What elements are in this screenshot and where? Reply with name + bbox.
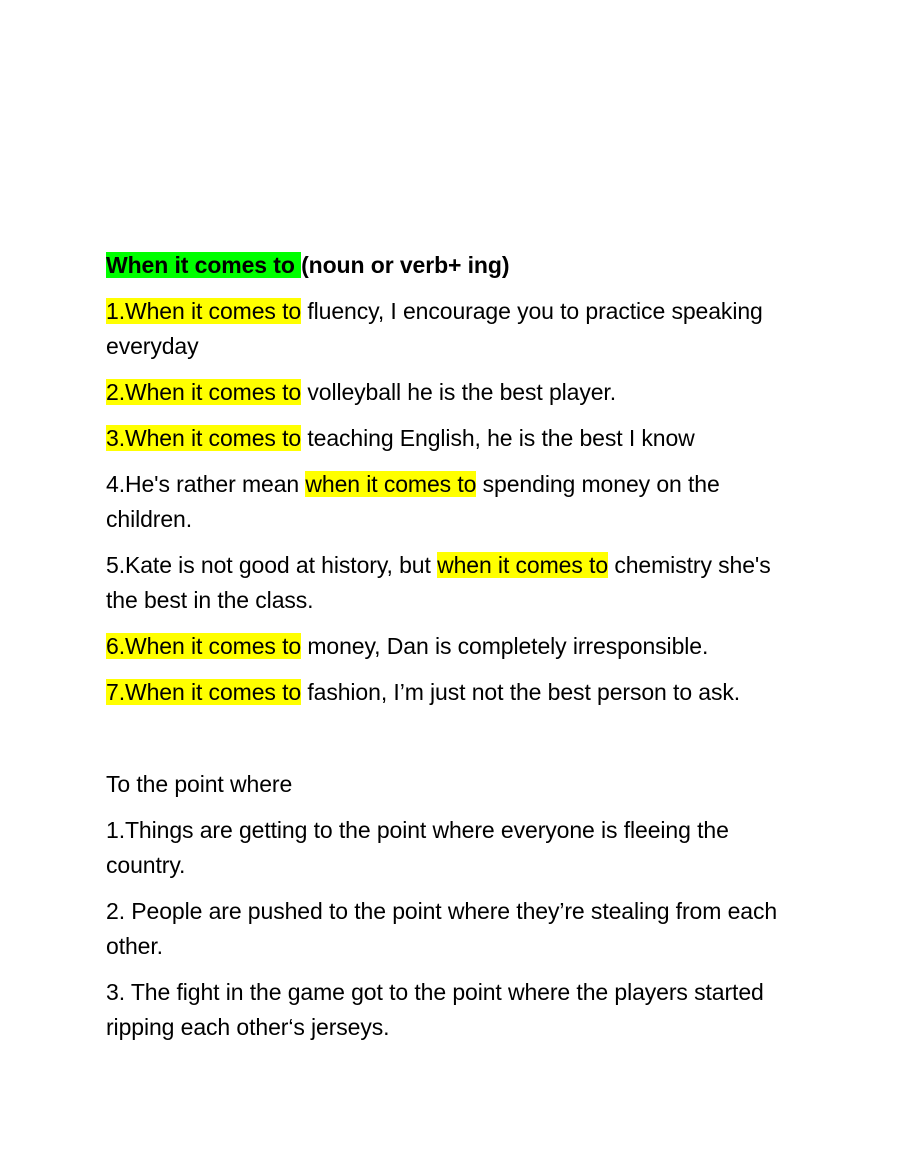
point-sentence-2: 2. People are pushed to the point where … xyxy=(106,898,778,959)
point-sentence-3: 3. The fight in the game got to the poin… xyxy=(106,979,764,1040)
example-sentence-5: 5.Kate is not good at history, but when … xyxy=(106,548,806,618)
sentence-highlight: 2.When it comes to xyxy=(106,379,302,405)
example-sentence-2: 2.When it comes to volleyball he is the … xyxy=(106,375,806,410)
sentence-post: volleyball he is the best player. xyxy=(301,379,617,405)
example-sentence-7: 7.When it comes to fashion, I’m just not… xyxy=(106,675,806,710)
sentence-highlight: 7.When it comes to xyxy=(106,679,302,705)
heading-highlight: When it comes to xyxy=(106,252,302,278)
sentence-highlight: 6.When it comes to xyxy=(106,633,302,659)
sentence-post: chemistry she's the best in the class. xyxy=(106,552,771,613)
sentence-highlight: 1.When it comes to xyxy=(106,298,302,324)
sentence-post: fluency, I encourage you to practice spe… xyxy=(106,298,763,359)
heading-rest: (noun or verb+ ing) xyxy=(301,252,510,278)
example-sentence-1: 1.When it comes to fluency, I encourage … xyxy=(106,294,806,364)
section-spacer xyxy=(106,721,806,767)
section-heading-when-it-comes-to: When it comes to (noun or verb+ ing) xyxy=(106,248,806,283)
sentence-post: teaching English, he is the best I know xyxy=(301,425,695,451)
point-sentence-1: 1.Things are getting to the point where … xyxy=(106,817,729,878)
example-sentence-4: 4.He's rather mean when it comes to spen… xyxy=(106,467,806,537)
sentence-post: money, Dan is completely irresponsible. xyxy=(301,633,709,659)
section-heading-to-the-point-where: To the point where xyxy=(106,771,293,797)
sentence-pre: 5.Kate is not good at history, but xyxy=(106,552,438,578)
sentence-post: spending money on the children. xyxy=(106,471,720,532)
document-page: When it comes to (noun or verb+ ing) 1.W… xyxy=(106,248,806,1056)
sentence-highlight: when it comes to xyxy=(305,471,477,497)
sentence-pre: 4.He's rather mean xyxy=(106,471,306,497)
sentence-post: fashion, I’m just not the best person to… xyxy=(301,679,741,705)
example-sentence-6: 6.When it comes to money, Dan is complet… xyxy=(106,629,806,664)
example-sentence-3: 3.When it comes to teaching English, he … xyxy=(106,421,806,456)
sentence-highlight: 3.When it comes to xyxy=(106,425,302,451)
sentence-highlight: when it comes to xyxy=(437,552,609,578)
